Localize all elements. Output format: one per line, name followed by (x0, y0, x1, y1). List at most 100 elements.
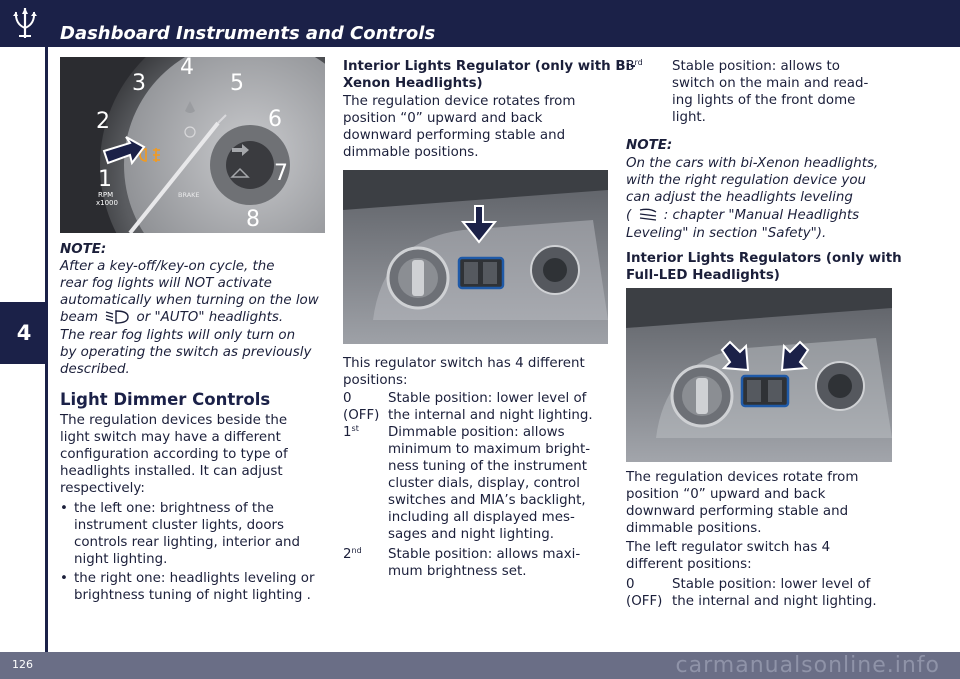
page-title: Dashboard Instruments and Controls (60, 23, 436, 44)
bullet-dot: • (60, 501, 68, 516)
body-line: This regulator switch has 4 different (343, 356, 585, 371)
position-line: minimum to maximum bright- (388, 442, 591, 457)
position-key-sub: (OFF) (626, 594, 663, 609)
position-line: switch on the main and read- (672, 76, 869, 91)
gauge-rpm-label: RPM (98, 191, 114, 199)
position-line: Dimmable position: allows (388, 425, 565, 440)
gauge-number: 3 (132, 71, 146, 96)
rear-fog-light-icon (139, 148, 160, 162)
full-led-regulators-image (626, 288, 892, 462)
position-line: switches and MIA’s backlight, (388, 493, 586, 508)
position-line: light. (672, 110, 706, 125)
body-line: The regulation device rotates from (343, 94, 576, 109)
bullet-line: brightness tuning of night lighting . (74, 588, 311, 603)
gauge-number: 1 (98, 167, 112, 192)
body-line: headlights installed. It can adjust (60, 464, 283, 479)
body-line: dimmable positions. (626, 521, 762, 536)
subsection-heading: Full-LED Headlights) (626, 268, 780, 283)
note-line: On the cars with bi-Xenon headlights, (626, 156, 879, 171)
page-number: 126 (12, 658, 33, 671)
bullet-line: instrument cluster lights, doors (74, 518, 285, 533)
subsection-heading: Xenon Headlights) (343, 76, 483, 91)
note-line: After a key-off/key-on cycle, the (60, 259, 275, 274)
page-footer: 126 carmanualsonline.info (0, 652, 960, 679)
position-line: the internal and night lighting. (672, 594, 877, 609)
bullet-item: • the left one: brightness of the instru… (60, 500, 330, 570)
gauge-number: 2 (96, 109, 110, 134)
instrument-cluster-image: 1 2 3 4 5 6 7 8 RPM x1000 BRAKE (60, 57, 325, 233)
position-line: mum brightness set. (388, 564, 527, 579)
position-line: Stable position: lower level of (672, 577, 871, 592)
body-line: The regulation devices rotate from (626, 470, 859, 485)
body-line: positions: (343, 373, 408, 388)
chapter-sidebar: 4 (0, 47, 48, 652)
bixenon-regulator-image (343, 170, 608, 344)
diagonal-arrow-right-icon (780, 340, 810, 372)
position-key-sup: st (351, 424, 359, 433)
body-line: different positions: (626, 557, 752, 572)
position-line: including all displayed mes- (388, 510, 575, 525)
note-line: rear fog lights will NOT activate (60, 276, 272, 291)
position-key-sup: rd (634, 58, 643, 67)
body-line: configuration according to type of (60, 447, 288, 462)
note-line: described. (60, 362, 130, 377)
note-line: automatically when turning on the low (60, 293, 319, 308)
position-row-0-led: 0 (OFF) Stable position: lower level of … (626, 576, 896, 612)
position-key: 3rd (626, 58, 643, 75)
trident-logo-icon (13, 8, 37, 38)
page-header: Dashboard Instruments and Controls (0, 0, 960, 47)
position-key: 2nd (343, 546, 362, 563)
position-key-num: 3 (626, 59, 635, 74)
position-key: 1st (343, 424, 359, 441)
note-line: can adjust the headlights leveling (626, 190, 853, 205)
section-heading: Light Dimmer Controls (60, 390, 271, 409)
body-line: The left regulator switch has 4 (626, 540, 831, 555)
body-line: downward performing stable and (343, 128, 566, 143)
note-line-beam: beam or "AUTO" headlights. (60, 309, 283, 326)
body-line: downward performing stable and (626, 504, 849, 519)
bullet-line: the left one: brightness of the (74, 501, 274, 516)
gauge-number: 4 (180, 57, 194, 80)
position-key-sup: nd (351, 546, 362, 555)
position-line: cluster dials, display, control (388, 476, 580, 491)
position-row-2: 2nd Stable position: allows maxi- mum br… (343, 546, 608, 582)
body-line: respectively: (60, 481, 145, 496)
diagonal-arrow-left-icon (720, 340, 750, 372)
note-line: with the right regulation device you (626, 173, 867, 188)
position-line: the internal and night lighting. (388, 408, 593, 423)
gauge-rpm-unit: x1000 (96, 199, 118, 207)
watermark: carmanualsonline.info (675, 653, 940, 678)
note-ref-pre: ( (626, 208, 632, 223)
gauge-number: 5 (230, 71, 244, 96)
bullet-line: controls rear lighting, interior and (74, 535, 301, 550)
note-line: by operating the switch as previously (60, 345, 312, 360)
body-line: light switch may have a different (60, 430, 281, 445)
position-row-1: 1st Dimmable position: allows minimum to… (343, 424, 608, 546)
gauge-number: 8 (246, 207, 260, 232)
subsection-heading: Interior Lights Regulators (only with (626, 251, 902, 266)
position-line: ness tuning of the instrument (388, 459, 587, 474)
note-ref-post: : chapter "Manual Headlights (663, 208, 860, 223)
position-row-0: 0 (OFF) Stable position: lower level of … (343, 390, 608, 426)
subsection-heading: Interior Lights Regulator (only with Bi- (343, 59, 636, 74)
position-line: ing lights of the front dome (672, 93, 856, 108)
bullet-line: the right one: headlights leveling or (74, 571, 315, 586)
note-beam-post: or "AUTO" headlights. (136, 310, 284, 325)
gauge-needle-and-arrow-icon (102, 101, 250, 233)
note-label: NOTE: (60, 242, 107, 257)
note-beam-pre: beam (60, 310, 98, 325)
position-key-num: 1 (343, 425, 352, 440)
position-line: Stable position: allows maxi- (388, 547, 581, 562)
note-line: Leveling" in section "Safety"). (626, 226, 827, 241)
body-line: dimmable positions. (343, 145, 479, 160)
body-line: position “0” upward and back (343, 111, 543, 126)
position-key-sub: (OFF) (343, 408, 380, 423)
position-key: 0 (626, 577, 635, 592)
note-line: The rear fog lights will only turn on (60, 328, 296, 343)
low-beam-headlight-icon (106, 310, 129, 324)
position-row-3: 3rd Stable position: allows to switch on… (626, 58, 896, 128)
body-line: position “0” upward and back (626, 487, 826, 502)
body-line: The regulation devices beside the (60, 413, 288, 428)
note-line-ref: ( : chapter "Manual Headlights (626, 207, 859, 224)
bullet-dot: • (60, 571, 68, 586)
